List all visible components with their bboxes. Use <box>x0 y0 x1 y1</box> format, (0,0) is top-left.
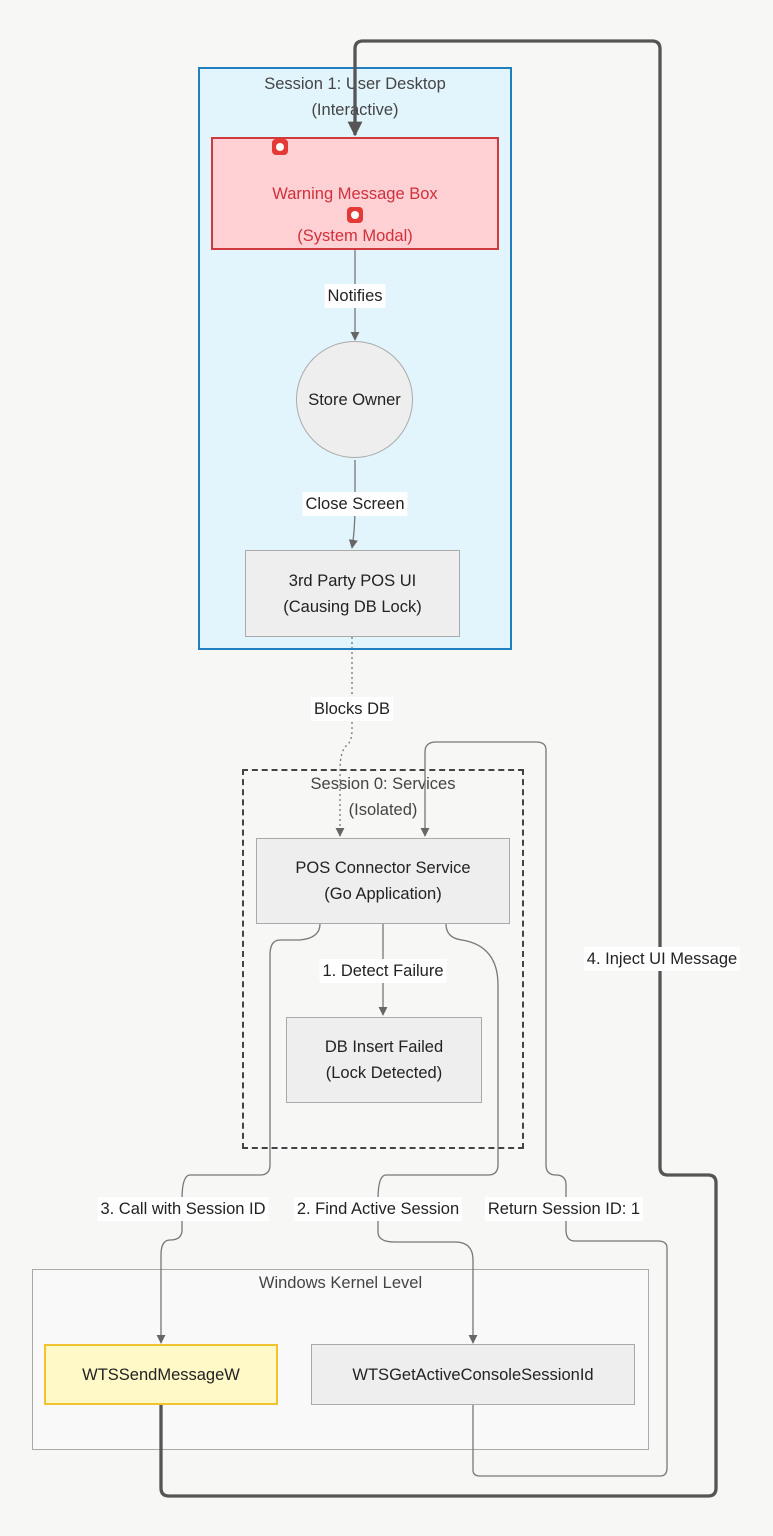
pos-connector-service-node: POS Connector Service (Go Application) <box>256 838 510 924</box>
edge-label-find-session: 2. Find Active Session <box>293 1197 463 1221</box>
edge-find-session <box>377 923 499 1344</box>
db-insert-failed-node: DB Insert Failed (Lock Detected) <box>286 1017 482 1103</box>
edge-label-return-session: Return Session ID: 1 <box>484 1197 644 1221</box>
edge-blocks-db <box>335 637 353 837</box>
warning-message-box: Warning Message Box (System Modal) <box>211 137 499 250</box>
edge-label-close-screen: Close Screen <box>302 492 408 516</box>
pos-ui-node: 3rd Party POS UI (Causing DB Lock) <box>245 550 460 637</box>
wts-get-active-console-session-node: WTSGetActiveConsoleSessionId <box>311 1344 635 1405</box>
edge-label-inject-ui: 4. Inject UI Message <box>583 947 741 971</box>
edge-return-session <box>420 741 668 1477</box>
edge-label-notifies: Notifies <box>324 284 386 308</box>
edge-inject-ui <box>159 39 718 1498</box>
edge-label-detect-failure: 1. Detect Failure <box>319 959 447 983</box>
wts-send-message-node: WTSSendMessageW <box>44 1344 278 1405</box>
kernel-group-title: Windows Kernel Level <box>258 1274 423 1292</box>
siren-icon <box>347 206 363 223</box>
session0-group-title: Session 0: Services (Isolated) <box>310 775 456 819</box>
session0-group: Session 0: Services (Isolated) <box>242 769 524 1149</box>
store-owner-node: Store Owner <box>296 341 413 458</box>
edge-label-blocks-db: Blocks DB <box>310 697 394 721</box>
edge-call-session <box>156 923 321 1344</box>
siren-icon <box>272 138 289 155</box>
edge-label-call-session: 3. Call with Session ID <box>97 1197 269 1221</box>
